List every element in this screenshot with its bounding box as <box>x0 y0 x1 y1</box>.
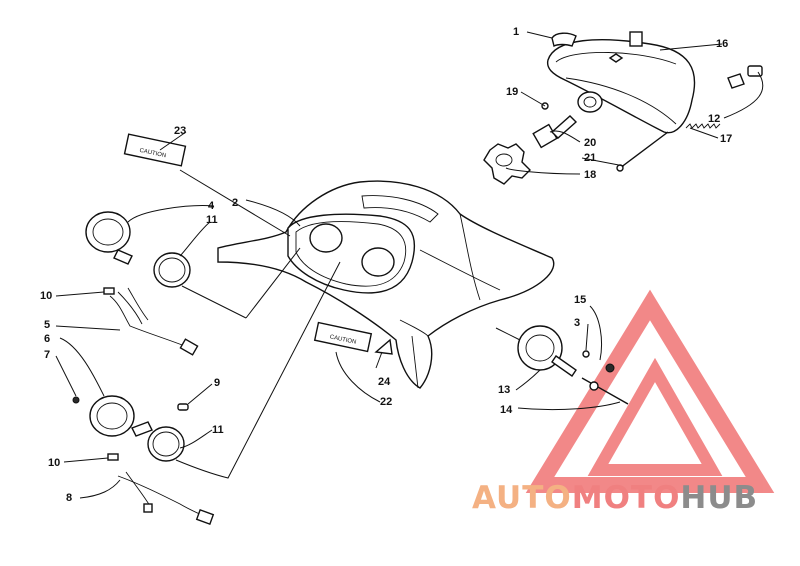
gauge-ring-upper <box>153 252 191 288</box>
callout-20: 20 <box>584 137 596 149</box>
callout-17: 17 <box>720 133 732 145</box>
headlight-housing <box>546 31 696 134</box>
callout-3: 3 <box>574 317 580 329</box>
watermark-part-2: MOTO <box>571 480 681 516</box>
callout-2: 2 <box>232 197 238 209</box>
callout-24: 24 <box>378 376 391 388</box>
callout-23: 23 <box>174 125 186 137</box>
caution-decal-lower: CAUTION <box>313 321 373 353</box>
callout-16: 16 <box>716 38 728 50</box>
callout-21: 21 <box>584 152 596 164</box>
callout-15: 15 <box>574 294 586 306</box>
nut-small <box>582 350 615 373</box>
wire-harness-lower <box>107 453 215 525</box>
callout-10-upper: 10 <box>40 290 52 302</box>
instrument-bezel <box>287 213 416 294</box>
callout-11-upper: 11 <box>206 214 218 226</box>
adjuster-spring <box>685 65 763 129</box>
callout-10-lower: 10 <box>48 457 60 469</box>
caution-decal-upper: CAUTION <box>123 133 187 167</box>
headlight-retaining-ring <box>483 143 531 185</box>
callout-11-lower: 11 <box>212 424 224 436</box>
watermark-part-1: AUTO <box>472 480 572 516</box>
dimmer-switch-knob <box>517 325 577 377</box>
caution-decal-upper-text: CAUTION <box>139 148 167 159</box>
leader-lines <box>55 31 764 499</box>
callout-4: 4 <box>208 200 215 212</box>
callout-22: 22 <box>380 396 392 408</box>
callout-9: 9 <box>214 377 220 389</box>
watermark-text: AUTOMOTOHUB <box>472 478 758 518</box>
callout-7: 7 <box>44 349 50 361</box>
callout-19: 19 <box>506 86 518 98</box>
watermark-logo-icon <box>525 289 775 493</box>
adjustment-screw <box>616 131 669 172</box>
bulb-socket <box>177 403 189 411</box>
callout-18: 18 <box>584 169 596 181</box>
callout-12: 12 <box>708 113 720 125</box>
wire-harness-upper <box>103 287 199 356</box>
callout-13: 13 <box>498 384 510 396</box>
callout-labels: 1 2 3 4 5 6 7 8 9 10 10 11 11 12 13 14 1… <box>40 26 732 504</box>
callout-8: 8 <box>66 492 72 504</box>
gauge-ring-lower <box>147 426 185 462</box>
headlight-bulb <box>532 91 603 149</box>
callout-1: 1 <box>513 26 519 38</box>
tachometer-gauge <box>72 395 153 437</box>
caution-decal-lower-text: CAUTION <box>329 334 357 345</box>
watermark-part-3: HUB <box>680 480 759 516</box>
warning-triangle-decal <box>374 338 393 355</box>
speedometer-gauge <box>85 211 133 265</box>
callout-14: 14 <box>500 404 513 416</box>
callout-6: 6 <box>44 333 50 345</box>
callout-5: 5 <box>44 319 50 331</box>
switch-rod <box>581 377 629 405</box>
